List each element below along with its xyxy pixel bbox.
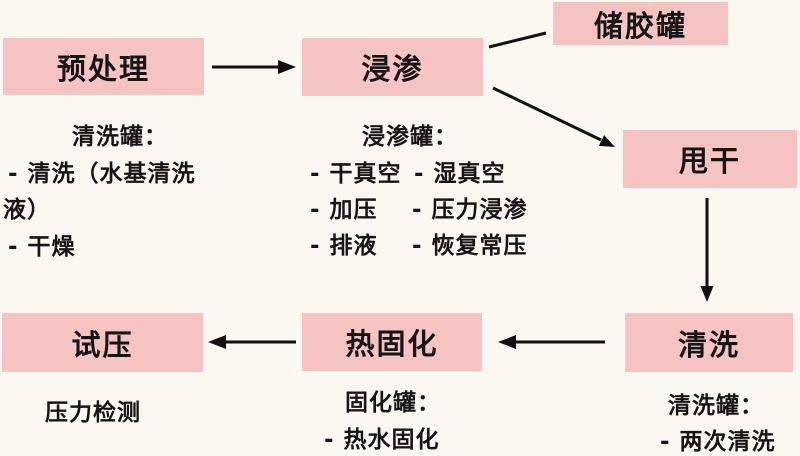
pressure-test-note-line: 压力检测	[45, 400, 141, 426]
impregnation-note-line: - 加压	[310, 197, 378, 223]
node-impregnation: 浸渗	[302, 38, 483, 96]
arrow-spin-dry-to-cleaning	[700, 198, 714, 302]
node-heat-curing-label: 热固化	[345, 327, 439, 361]
node-impregnation-label: 浸渗	[361, 52, 424, 86]
impregnation-note-title: 浸渗罐：	[362, 124, 458, 150]
node-glue-tank-label: 储胶罐	[593, 8, 687, 43]
node-heat-curing: 热固化	[302, 313, 482, 371]
pretreatment-note-line: 液）	[3, 197, 51, 223]
node-cleaning: 清洗	[625, 313, 793, 372]
impregnation-note-line: - 湿真空	[414, 161, 506, 187]
arrow-pretreatment-to-impregnation	[212, 60, 296, 74]
node-pretreatment-label: 预处理	[56, 51, 150, 86]
heat-curing-note-line: - 热水固化	[324, 427, 440, 453]
cleaning-note-title: 清洗罐：	[668, 393, 764, 419]
impregnation-note-line: - 排液	[310, 233, 378, 259]
cleaning-note-line: - 两次清洗	[660, 429, 776, 455]
impregnation-note-line: - 干真空	[310, 161, 402, 187]
pretreatment-note-line: - 清洗（水基清洗	[8, 161, 196, 187]
node-spin-dry-label: 甩干	[678, 144, 741, 178]
node-pressure-test: 试压	[2, 313, 203, 372]
impregnation-note-line: - 恢复常压	[412, 233, 528, 259]
pretreatment-note-line: - 干燥	[8, 234, 76, 260]
node-pretreatment: 预处理	[3, 38, 204, 95]
pretreatment-note-title: 清洗罐：	[72, 124, 168, 150]
heat-curing-note-title: 固化罐：	[345, 390, 441, 416]
arrow-impregnation-to-spin-dry	[492, 86, 615, 147]
impregnation-note-line: - 压力浸渗	[412, 197, 528, 223]
node-cleaning-label: 清洗	[677, 327, 740, 362]
arrow-heat-curing-to-pressure-test	[208, 335, 296, 349]
node-glue-tank: 储胶罐	[553, 2, 728, 45]
node-spin-dry: 甩干	[623, 130, 797, 188]
arrow-cleaning-to-heat-curing	[498, 335, 605, 349]
node-pressure-test-label: 试压	[71, 327, 134, 362]
connector-impregnation-to-glue-tank	[488, 31, 547, 49]
